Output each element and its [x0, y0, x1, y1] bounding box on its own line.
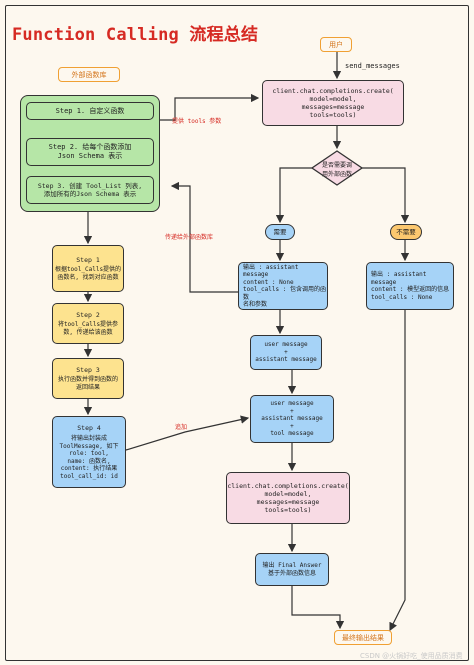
- final-answer-box: 输出 Final Answer 基于外部函数信息: [255, 553, 329, 586]
- step2-title: Step 2: [76, 310, 100, 319]
- step2-box: Step 2 将tool_Calls提供参 数, 传递给该函数: [52, 303, 124, 344]
- no-need-pill: 不需要: [390, 224, 422, 240]
- step1-title: Step 1: [76, 255, 100, 264]
- step4-box: Step 4 将输出封装成 ToolMessage, 如下 role: tool…: [52, 416, 126, 488]
- step3-body: 执行函数并得到函数的 返回结果: [57, 376, 118, 391]
- arrow-step4-to-merge2: [125, 415, 250, 451]
- output-without-tool-calls: 输出 : assistant message content : 模型返回的信息…: [366, 262, 454, 310]
- step1-body: 根据tool_Calls提供的 函数名, 找到对应函数: [54, 266, 122, 281]
- step1-box: Step 1 根据tool_Calls提供的 函数名, 找到对应函数: [52, 245, 124, 292]
- arrow-final-to-result: [291, 586, 345, 630]
- decision-shape: [311, 150, 363, 186]
- add-label: 追加: [175, 424, 188, 431]
- send-messages-label: send_messages: [345, 62, 400, 70]
- chat-completion-call-2: client.chat.completions.create( model=mo…: [226, 472, 350, 524]
- json-schema-step: Step 2. 给每个函数添加 Json Schema 表示: [26, 138, 154, 166]
- step4-body: 将输出封装成 ToolMessage, 如下 role: tool, name:…: [59, 435, 119, 480]
- pass-to-lib-label: 传递给外部函数库: [165, 234, 214, 241]
- decision-label: 是否需要调 用外部函数: [321, 162, 352, 178]
- arrow-noneed-to-result: [389, 310, 406, 632]
- arrow-decision-to-need: [275, 167, 316, 224]
- provide-tools-label: 提供 tools 参数: [172, 118, 222, 125]
- define-function-step: Step 1. 自定义函数: [26, 102, 154, 120]
- final-result-tag: 最终输出结果: [334, 630, 392, 645]
- decision-diamond: 是否需要调 用外部函数: [311, 150, 363, 186]
- step3-box: Step 3 执行函数并得到函数的 返回结果: [52, 358, 124, 399]
- diagram-frame: [5, 5, 469, 661]
- merge-user-assistant: user message + assistant message: [250, 335, 322, 370]
- user-tag: 用户: [320, 37, 352, 52]
- tool-list-step: Step 3. 创建 Tool_List 列表, 添加所有的Json Schem…: [26, 176, 154, 204]
- output-with-tool-calls: 输出 : assistant message content : None to…: [238, 262, 328, 310]
- step2-body: 将tool_Calls提供参 数, 传递给该函数: [57, 321, 119, 336]
- step4-title: Step 4: [77, 423, 101, 432]
- merge-user-assistant-tool: user message + assistant message + tool …: [250, 395, 334, 443]
- chat-completion-call-1: client.chat.completions.create( model=mo…: [262, 80, 404, 126]
- step3-title: Step 3: [76, 365, 100, 374]
- arrow-decision-to-noneed: [358, 167, 410, 224]
- watermark: CSDN @火锅好吃_使用品质消费: [360, 652, 463, 660]
- external-lib-tag: 外部函数库: [58, 67, 120, 82]
- need-pill: 需要: [265, 224, 295, 240]
- page-title: Function Calling 流程总结: [12, 25, 259, 45]
- arrow-tools-to-call: [160, 93, 260, 121]
- arrow-output-to-lib: [170, 181, 238, 293]
